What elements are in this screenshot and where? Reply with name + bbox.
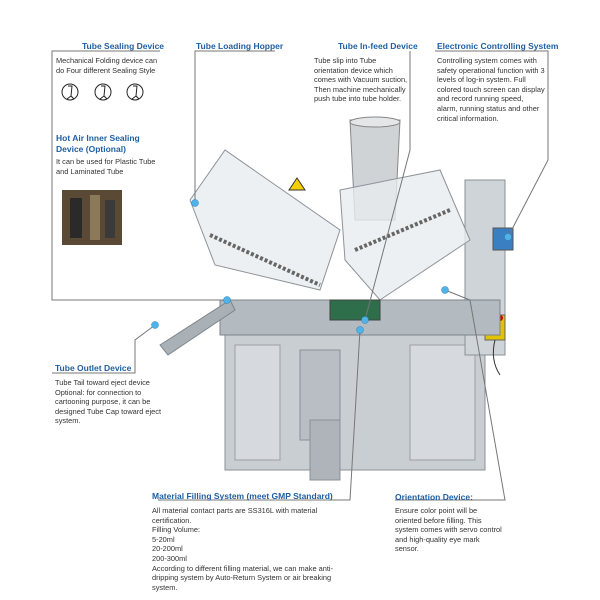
filling-line: According to different filling material,… (152, 563, 334, 592)
machine (159, 116, 514, 481)
sealing-style-icon-3 (126, 83, 144, 101)
dot-electronic (504, 233, 512, 241)
left-hopper (189, 149, 341, 291)
filling-line: 20-200ml (152, 544, 183, 554)
loading-hopper-title: Tube Loading Hopper (196, 41, 284, 51)
outlet-line2: Optional: for connection to cartooning p… (55, 387, 162, 426)
outlet-title: Tube Outlet Device (55, 363, 132, 373)
dot-infeed (361, 316, 369, 324)
hot-air-text: It can be used for Plastic Tube and Lami… (56, 157, 156, 176)
callout-dots (151, 199, 512, 334)
right-hopper (339, 169, 471, 301)
orientation-title: Orientation Device: (395, 492, 473, 502)
dot-filling (356, 326, 364, 334)
dot-orientation (441, 286, 449, 294)
hot-air-device-image (62, 190, 122, 245)
dot-outlet (151, 321, 159, 329)
filling-text: All material contact parts are SS316L wi… (152, 506, 352, 592)
sealing-style-icon-2 (94, 83, 112, 101)
outlet-text: Tube Tail toward eject device Optional: … (55, 378, 165, 426)
tube-sealing-title: Tube Sealing Device (82, 41, 165, 51)
dot-hopper (191, 199, 199, 207)
filling-line: 5-20ml (152, 534, 175, 544)
outlet-line1: Tube Tail toward eject device (55, 378, 150, 387)
outlet-chute (159, 299, 236, 356)
dot-sealing (223, 296, 231, 304)
filling-title: Material Filling System (meet GMP Standa… (152, 491, 333, 501)
sealing-style-icon-1 (61, 83, 79, 101)
hot-air-title-1: Hot Air Inner Sealing (56, 133, 140, 143)
infeed-text: Tube slip into Tube orientation device w… (314, 56, 408, 104)
sealing-style-icons (61, 83, 144, 101)
orientation-text: Ensure color point will be oriented befo… (395, 506, 502, 554)
filling-line: 200-300ml (152, 553, 187, 563)
filling-line: Filling Volume: (152, 525, 201, 535)
electronic-title: Electronic Controlling System (437, 41, 559, 51)
infeed-title: Tube In-feed Device (338, 41, 418, 51)
callout-lines (51, 50, 549, 501)
hot-air-title-2: Device (Optional) (56, 144, 126, 154)
electronic-text: Controlling system comes with safety ope… (437, 56, 545, 123)
warning-sign (288, 177, 306, 191)
filling-line: All material contact parts are SS316L wi… (152, 506, 318, 525)
tube-sealing-text: Mechanical Folding device can do Four di… (56, 56, 158, 75)
